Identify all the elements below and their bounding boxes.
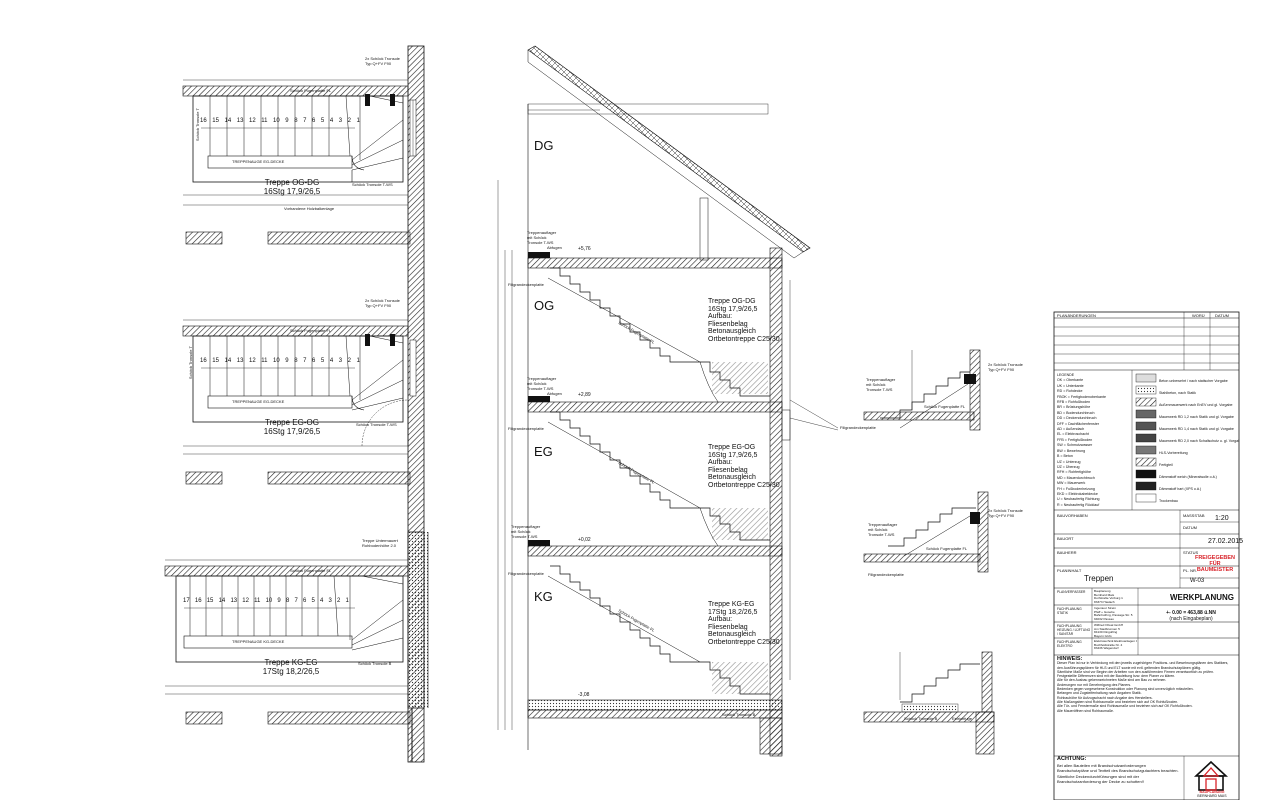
- logo-house-icon: [1193, 760, 1229, 791]
- detail-middle: [863, 491, 989, 573]
- plan-eg-og-treads: [209, 335, 404, 411]
- plan-eg-og: [182, 319, 417, 455]
- title-block: [1053, 311, 1240, 800]
- plan-kg-eg-treads: [189, 575, 404, 651]
- detail-lower: [863, 651, 995, 755]
- plan-wall-stubs: [185, 231, 411, 725]
- plan-og-dg-treads: [209, 95, 404, 171]
- plan-og-dg: [182, 79, 417, 206]
- plan-kg-eg: [164, 559, 409, 695]
- building-section: [497, 45, 839, 757]
- detail-upper: [863, 349, 981, 431]
